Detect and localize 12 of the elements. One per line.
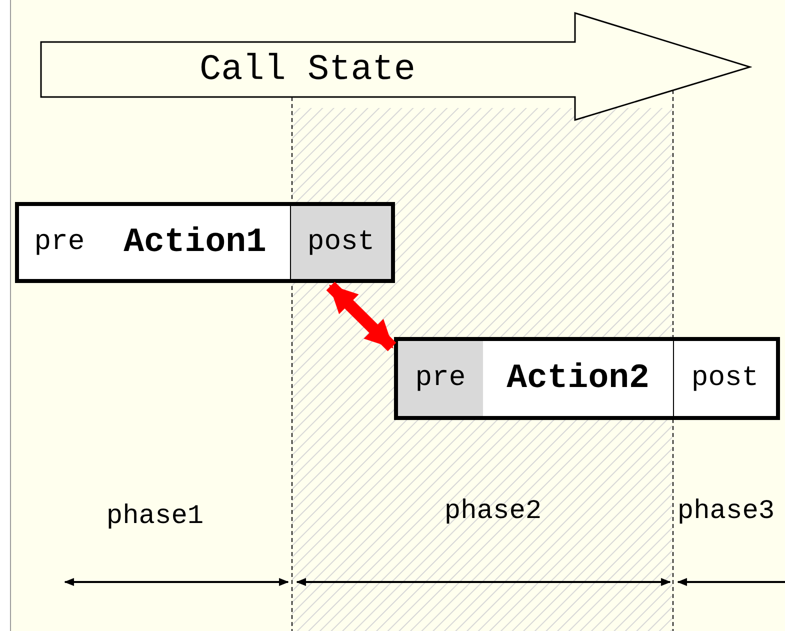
arrow-label: Call State [198, 48, 417, 92]
timeline-cell: Action2 [483, 337, 674, 420]
timeline-cell: post [673, 337, 780, 420]
phase-label: phase3 [676, 497, 776, 527]
timeline-cell: Action1 [100, 202, 291, 283]
phase-label: phase2 [443, 497, 543, 527]
timeline-cell: pre [394, 337, 484, 420]
call-state-arrow [40, 12, 752, 122]
timeline-cell: pre [15, 202, 101, 283]
timeline-cell: post [290, 202, 395, 283]
phase-label: phase1 [105, 502, 205, 532]
double-arrow [326, 282, 396, 352]
